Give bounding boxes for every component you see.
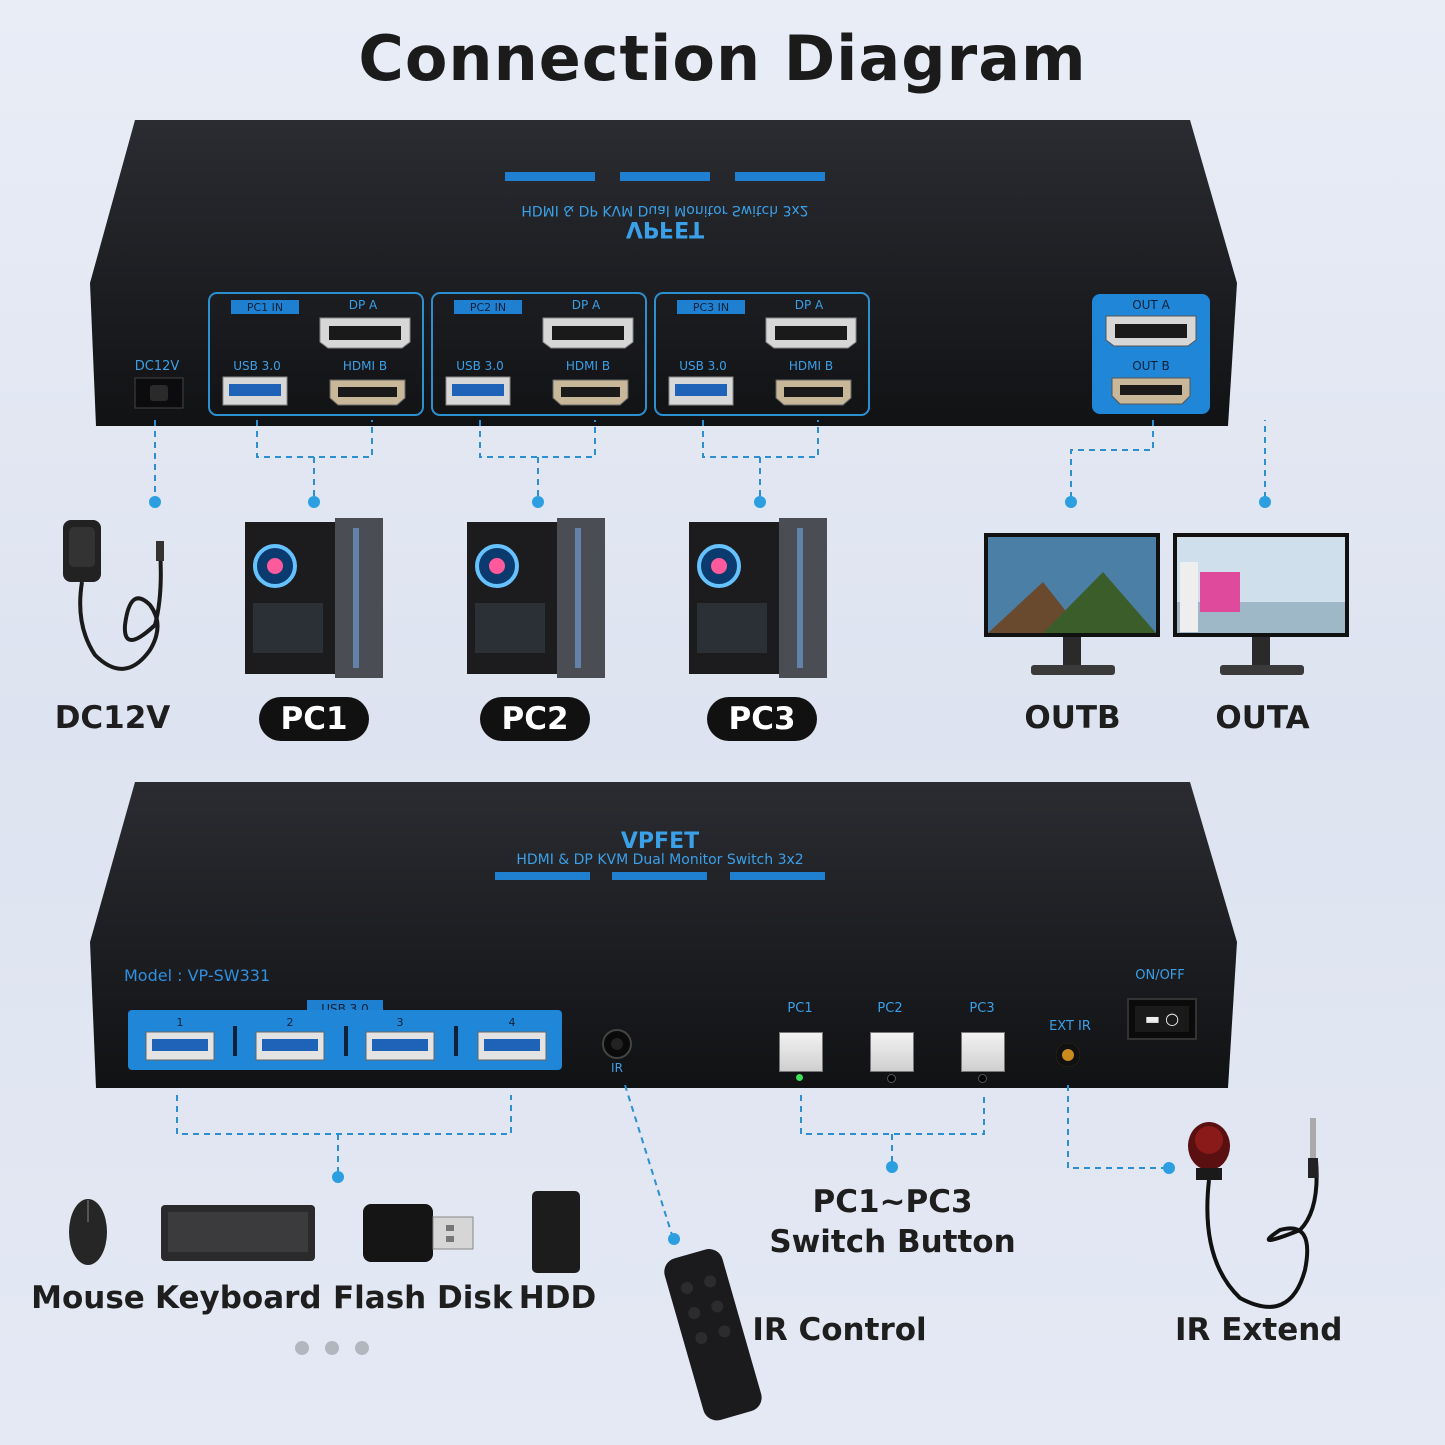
- pc2-input-group: PC2 IN DP A USB 3.0 HDMI B: [431, 292, 647, 416]
- outb-label: OUTB: [1024, 700, 1121, 736]
- monitor-outb-image: [984, 533, 1160, 675]
- pc1-input-group: PC1 IN DP A USB 3.0 HDMI B: [208, 292, 424, 416]
- back-pc-groups: PC1 IN DP A USB 3.0 HDMI B PC2 IN DP A U…: [208, 292, 870, 416]
- power-label: ON/OFF: [1135, 968, 1185, 983]
- diagram-title: Connection Diagram: [358, 22, 1087, 95]
- ir-label: IR: [611, 1061, 623, 1075]
- switch-button-label-line2: Switch Button: [769, 1224, 1016, 1260]
- pc2-led: [887, 1074, 896, 1083]
- hdd-image: [532, 1191, 580, 1273]
- pc1-image: [245, 518, 383, 678]
- pc3-image: [689, 518, 827, 678]
- usb-hub-strip: USB 3.0 1 2 3 4: [128, 1000, 562, 1070]
- pc2-dp-label: DP A: [572, 298, 601, 312]
- svg-text:2: 2: [287, 1016, 294, 1029]
- usb-port-1: 1: [145, 1016, 215, 1061]
- usb-port-4: 4: [477, 1016, 547, 1061]
- pc3-dp-label: DP A: [795, 298, 824, 312]
- pc3-label: PC3: [707, 697, 817, 741]
- hdd-label: HDD: [518, 1280, 597, 1316]
- power-switch[interactable]: ▬ ○: [1127, 998, 1197, 1040]
- pc3-led: [978, 1074, 987, 1083]
- pc3-usb-label: USB 3.0: [679, 359, 727, 373]
- pc1-in-tag: PC1 IN: [247, 301, 283, 314]
- pc1-label: PC1: [259, 697, 369, 741]
- keyboard-label: Keyboard: [155, 1280, 322, 1316]
- pc3-input-group: PC3 IN DP A USB 3.0 HDMI B: [654, 292, 870, 416]
- dc-port-label: DC12V: [135, 359, 180, 374]
- front-model-line: HDMI & DP KVM Dual Monitor Switch 3x2: [516, 852, 803, 868]
- back-model-line: HDMI & DP KVM Dual Monitor Switch 3x2: [521, 202, 808, 218]
- output-port-block: OUT A OUT B: [1092, 294, 1210, 414]
- button-pc2-label: PC2: [877, 1001, 903, 1016]
- pc1-hdmi-label: HDMI B: [343, 359, 387, 373]
- ir-receiver: IR: [602, 1029, 632, 1075]
- switch-button-pc3[interactable]: [961, 1032, 1005, 1072]
- svg-text:4: 4: [509, 1016, 516, 1029]
- button-pc1-label: PC1: [787, 1001, 813, 1016]
- ir-remote-image: [664, 1249, 762, 1421]
- mouse-label: Mouse: [31, 1280, 145, 1316]
- ir-control-label: IR Control: [752, 1312, 927, 1348]
- ir-extender-image: [1188, 1118, 1319, 1309]
- usb-port-3: 3: [365, 1016, 435, 1061]
- switch-button-label: PC1~PC3 Switch Button: [760, 1182, 1025, 1262]
- pc2-usb-label: USB 3.0: [456, 359, 504, 373]
- back-brand: VPFET: [626, 216, 704, 241]
- pc3-in-tag: PC3 IN: [693, 301, 729, 314]
- switch-button-pc2[interactable]: [870, 1032, 914, 1072]
- svg-text:3: 3: [397, 1016, 404, 1029]
- model-number: Model : VP-SW331: [124, 966, 271, 985]
- button-pc3-label: PC3: [969, 1001, 995, 1016]
- pc1-led: [796, 1074, 803, 1081]
- ext-ir-label: EXT IR: [1049, 1019, 1091, 1034]
- pc2-label: PC2: [480, 697, 590, 741]
- pc1-dp-label: DP A: [349, 298, 378, 312]
- svg-text:1: 1: [177, 1016, 184, 1029]
- flash-disk-image: [363, 1204, 474, 1262]
- power-adapter-image: [63, 520, 164, 671]
- pc1-usb-label: USB 3.0: [233, 359, 281, 373]
- out-b-label: OUT B: [1132, 359, 1170, 373]
- mouse-image: [69, 1199, 107, 1265]
- more-indicator: [295, 1341, 369, 1355]
- monitor-outa-image: [1173, 533, 1349, 675]
- keyboard-image: [161, 1205, 315, 1261]
- ext-ir-jack: [1056, 1043, 1080, 1067]
- switch-button-pc1[interactable]: [779, 1032, 823, 1072]
- pc2-in-tag: PC2 IN: [470, 301, 506, 314]
- ir-extend-label: IR Extend: [1175, 1312, 1343, 1348]
- bottom-connector-lines: [176, 1085, 1175, 1245]
- flash-disk-label: Flash Disk: [333, 1280, 513, 1316]
- pc2-hdmi-label: HDMI B: [566, 359, 610, 373]
- usb-port-2: 2: [255, 1016, 325, 1061]
- top-connector-lines: [149, 420, 1271, 508]
- dc12v-label: DC12V: [54, 700, 171, 736]
- front-brand: VPFET: [621, 829, 699, 854]
- pc2-image: [467, 518, 605, 678]
- outa-label: OUTA: [1215, 700, 1310, 736]
- pc3-hdmi-label: HDMI B: [789, 359, 833, 373]
- out-a-label: OUT A: [1132, 298, 1170, 312]
- switch-button-label-line1: PC1~PC3: [812, 1184, 973, 1220]
